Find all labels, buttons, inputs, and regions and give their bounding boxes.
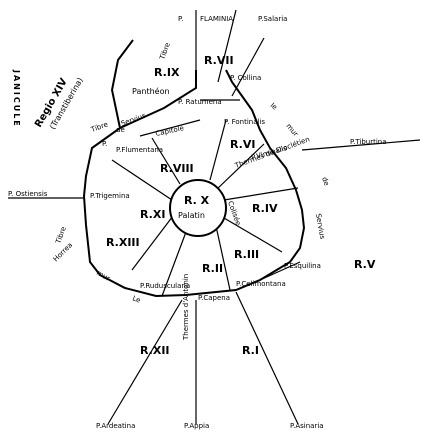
capitole-label: Capitole bbox=[155, 124, 185, 138]
le-ne-label: le bbox=[269, 101, 279, 111]
region-viii-label: R.VIII bbox=[160, 162, 194, 175]
boundary-x-xii bbox=[161, 231, 187, 297]
gate-flumentana: P.Flumentana bbox=[116, 146, 163, 154]
tiber-river-boundary bbox=[110, 39, 134, 129]
region-vi-label: R.VI bbox=[230, 138, 255, 151]
gate-rudusculana: P.Rudusculana bbox=[140, 282, 190, 290]
boundary-x-ii bbox=[215, 225, 231, 291]
de-ne-label: de bbox=[320, 176, 331, 187]
colisee-label: Colisée bbox=[226, 200, 242, 227]
gate-fontinalis: P. Fontinalis bbox=[224, 118, 265, 126]
boundary-vi-iv bbox=[215, 143, 265, 191]
gate-carmentalis: P. bbox=[102, 140, 107, 148]
via-asinaria bbox=[235, 291, 299, 425]
servius-ne-label: Servius bbox=[314, 213, 326, 240]
palatin-label: Palatin bbox=[178, 211, 205, 220]
gate-appia: P.Appia bbox=[184, 422, 209, 430]
boundary-xi-viii bbox=[111, 159, 173, 201]
boundary-ix-viii bbox=[151, 137, 181, 185]
region-x-label: R. X bbox=[184, 194, 210, 207]
gate-flaminia: FLAMINIA bbox=[200, 15, 233, 23]
region-xiii-label: R.XIII bbox=[106, 236, 140, 249]
via-ardeatina bbox=[107, 299, 183, 425]
gate-capena: P.Capena bbox=[198, 294, 230, 302]
city-wall bbox=[82, 69, 306, 298]
gate-esquilina: P.Esquilina bbox=[284, 262, 321, 270]
region-v-label: R.V bbox=[354, 258, 376, 271]
region-iii-label: R.III bbox=[234, 248, 259, 261]
gate-ardeatina: P.Ardeatina bbox=[96, 422, 135, 430]
gate-collina: P. Collina bbox=[230, 74, 261, 82]
mur-ne-label: mur bbox=[284, 122, 299, 138]
via-tiburtina bbox=[301, 139, 421, 151]
region-iv-label: R.IV bbox=[252, 202, 278, 215]
gate-asinaria: P.Asinaria bbox=[290, 422, 324, 430]
region-ii-label: R.II bbox=[202, 262, 223, 275]
pantheon-label: Panthéon bbox=[132, 86, 170, 96]
boundary-ii-iii bbox=[223, 217, 283, 253]
gate-tiburtina: P.Tiburtina bbox=[350, 138, 387, 146]
gate-salaria: P.Salaria bbox=[258, 15, 287, 23]
via-esquilina bbox=[259, 261, 301, 281]
via-salaria bbox=[217, 9, 237, 83]
janicule-label: JANICULE bbox=[12, 69, 21, 128]
gate-trigemina: P.Trigemina bbox=[90, 192, 130, 200]
region-vii-label: R.VII bbox=[204, 54, 234, 67]
region-ix-label: R.IX bbox=[154, 66, 180, 79]
via-collina bbox=[231, 37, 265, 97]
boundary-viii-vi bbox=[209, 119, 227, 181]
boundary-capitole bbox=[139, 119, 201, 137]
region-xii-label: R.XII bbox=[140, 344, 170, 357]
gate-ratumena: P. Ratumena bbox=[178, 98, 222, 106]
de-top-label: de bbox=[116, 126, 125, 134]
tibre-northeast-label: Tibre bbox=[89, 120, 109, 134]
boundary-iii-iv bbox=[223, 187, 299, 201]
tibre-north-label: Tibre bbox=[158, 42, 172, 62]
boundary-x-xiii bbox=[131, 211, 177, 271]
palatine-circle bbox=[169, 179, 227, 237]
horrea-label: Horrea bbox=[52, 241, 74, 263]
gate-flaminia-p: P. bbox=[178, 15, 183, 23]
gate-celimontana: P.Celimontana bbox=[236, 280, 286, 288]
region-i-label: R.I bbox=[242, 344, 259, 357]
region-xi-label: R.XI bbox=[140, 208, 165, 221]
le-sw-label: Le bbox=[131, 294, 141, 304]
gate-ostiensis: P. Ostiensis bbox=[8, 190, 48, 198]
thermes-antonin-label: Thermes d'Antonin bbox=[182, 274, 190, 341]
